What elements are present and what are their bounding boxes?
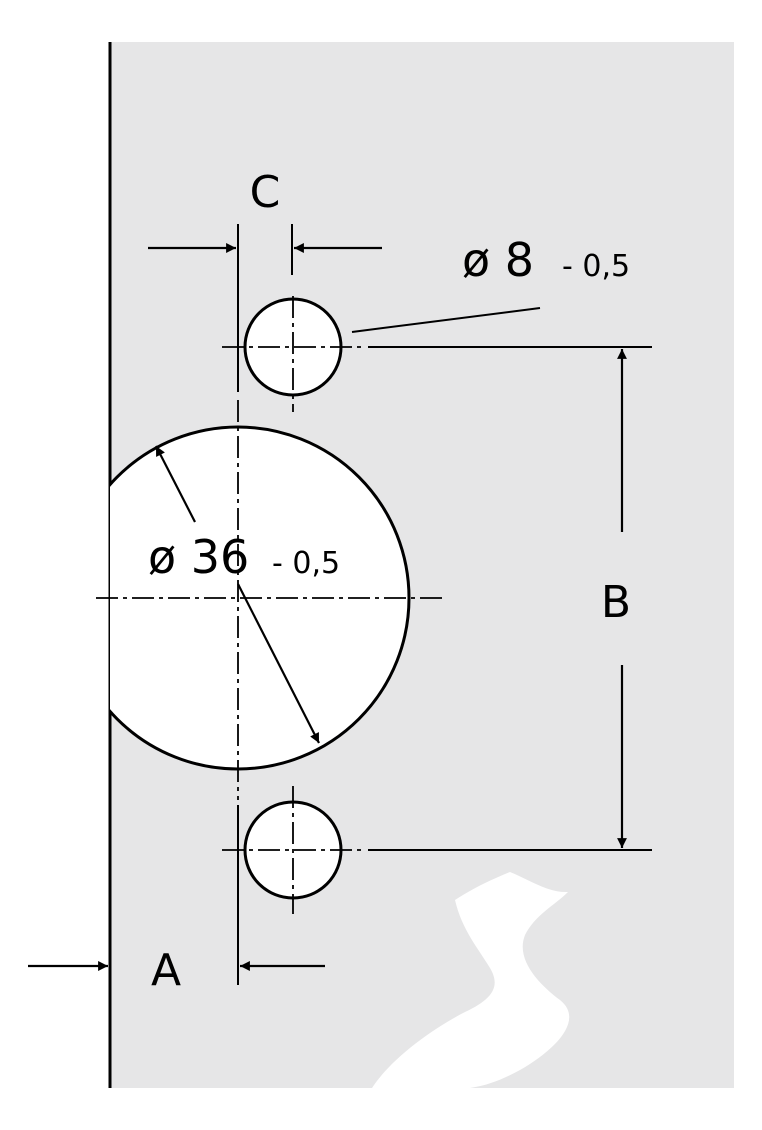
cup-hole-diameter-label: ø 36 xyxy=(148,530,249,584)
label-c: C xyxy=(250,167,281,218)
cup-diameter-arrows xyxy=(155,445,320,744)
label-b: B xyxy=(601,577,631,628)
small-hole-diameter-label: ø 8 xyxy=(462,233,534,287)
center-lines xyxy=(96,296,446,914)
extension-lines xyxy=(237,224,652,985)
label-a: A xyxy=(151,945,181,996)
logo-watermark-icon xyxy=(372,872,570,1088)
cup-hole-tolerance-label: - 0,5 xyxy=(272,546,340,581)
small-hole-leader xyxy=(351,307,541,333)
small-hole-tolerance-label: - 0,5 xyxy=(562,249,630,284)
